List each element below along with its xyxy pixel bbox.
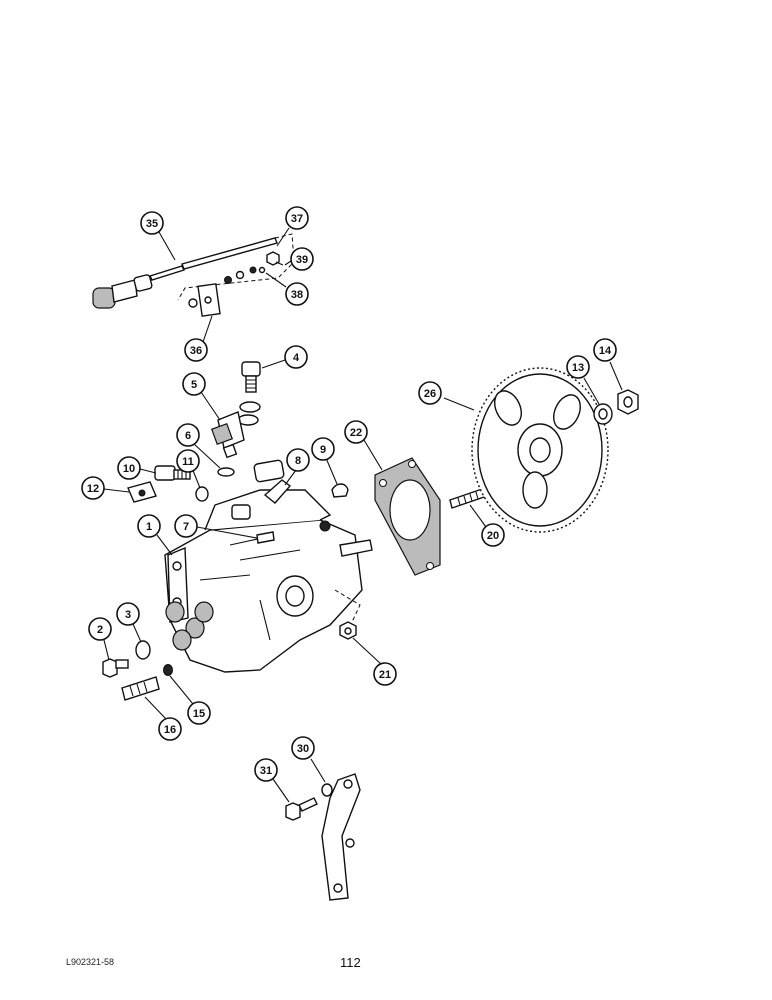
screw-7 [256,531,275,544]
svg-text:39: 39 [296,254,308,266]
svg-text:5: 5 [191,379,197,391]
svg-text:14: 14 [599,345,612,357]
cable-end-fitting [92,274,153,309]
svg-text:13: 13 [572,362,584,374]
sealing-washer [239,401,261,413]
svg-text:1: 1 [146,521,152,533]
callout-7: 7 [174,514,198,538]
callout-12: 12 [81,476,105,500]
callout-22: 22 [344,420,368,444]
svg-text:4: 4 [293,352,300,364]
svg-text:16: 16 [164,724,176,736]
washer [224,276,232,284]
callout-35: 35 [140,211,164,235]
bolt-2 [102,658,129,678]
washer-11 [195,486,209,502]
svg-text:38: 38 [291,289,303,301]
callout-21: 21 [373,662,397,686]
callout-11: 11 [176,449,200,473]
svg-text:3: 3 [125,609,131,621]
callout-5: 5 [182,372,206,396]
svg-text:30: 30 [297,743,309,755]
svg-text:36: 36 [190,345,202,357]
cable-rod [149,265,185,281]
washer [188,298,198,308]
callout-10: 10 [117,456,141,480]
nut-21 [339,621,357,640]
fitting-16 [121,676,160,701]
callout-1: 1 [137,514,161,538]
svg-text:31: 31 [260,765,272,777]
callout-39: 39 [290,247,314,271]
svg-text:10: 10 [123,463,135,475]
drawing-code: L902321-58 [66,957,115,967]
lock-washer-13 [593,403,613,425]
bracket-30 [321,773,361,901]
svg-text:26: 26 [424,388,436,400]
pin-39 [275,261,284,266]
o-ring-6 [217,467,235,477]
injection-pump-body-1 [164,459,373,673]
svg-text:20: 20 [487,530,499,542]
callout-4: 4 [284,345,308,369]
callout-8: 8 [286,448,310,472]
callout-16: 16 [158,717,182,741]
washer-3 [135,640,151,660]
callout-15: 15 [187,701,211,725]
throttle-lever-8 [263,479,292,504]
svg-text:35: 35 [146,218,158,230]
svg-text:8: 8 [295,455,301,467]
svg-text:11: 11 [182,456,194,468]
svg-text:22: 22 [350,427,362,439]
callout-13: 13 [566,355,590,379]
clip-38 [258,266,266,274]
svg-text:21: 21 [379,669,391,681]
bolt-31 [285,797,318,821]
callout-30: 30 [291,736,315,760]
callout-37: 37 [285,206,309,230]
svg-text:2: 2 [97,624,103,636]
callout-2: 2 [88,617,112,641]
cable-inner [181,237,278,270]
gasket-22 [374,457,441,576]
svg-text:37: 37 [291,213,303,225]
callout-26: 26 [418,381,442,405]
callout-38: 38 [285,282,309,306]
svg-text:15: 15 [193,708,205,720]
woodruff-key-9 [331,483,349,498]
leader-lines [103,227,623,803]
washer [249,266,257,274]
nut-37 [266,251,280,266]
callout-6: 6 [176,423,200,447]
svg-text:12: 12 [87,483,99,495]
pump-drive-gear-26 [471,367,609,533]
banjo-bolt-4 [241,361,261,393]
throttle-cable-assembly [92,233,295,317]
svg-text:6: 6 [185,430,191,442]
callout-14: 14 [593,338,617,362]
callout-31: 31 [254,758,278,782]
svg-text:7: 7 [183,521,189,533]
callout-20: 20 [481,523,505,547]
callout-9: 9 [311,437,335,461]
washer [235,270,245,280]
callout-3: 3 [116,602,140,626]
washer-15 [163,664,173,676]
bushing [321,783,333,797]
gear-nut-14 [617,389,639,415]
delivery-valve-outlets [165,601,214,651]
page-number: 112 [340,955,361,970]
bracket-36 [197,283,221,317]
callout-36: 36 [184,338,208,362]
fuel-shutoff-solenoid-5 [210,411,245,459]
svg-text:9: 9 [320,444,326,456]
